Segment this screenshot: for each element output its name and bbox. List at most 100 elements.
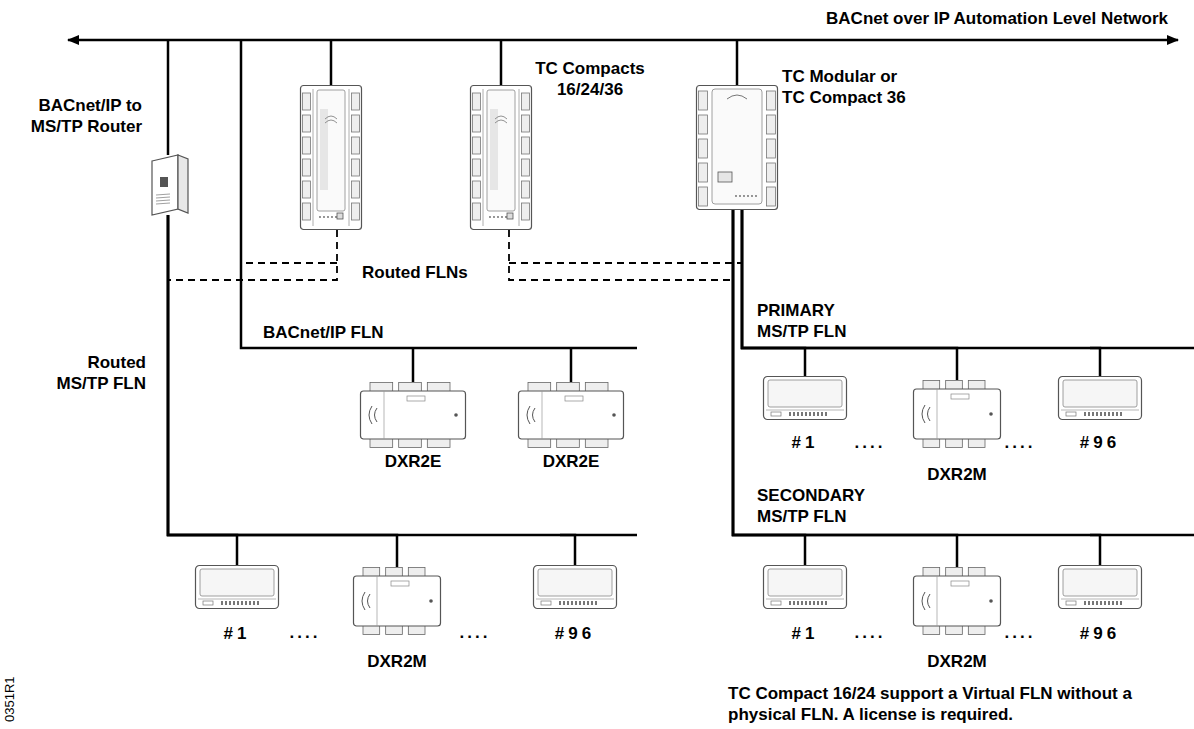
fln-label: SECONDARY MS/TP FLN [757, 485, 883, 527]
ellipsis: .... [995, 622, 1045, 643]
housing-edge [542, 391, 543, 439]
logo-mark [922, 592, 930, 610]
room-controller-icon [913, 567, 1001, 635]
footnote: TC Compact 16/24 support a Virtual FLN w… [728, 683, 1190, 725]
device-housing [764, 377, 847, 420]
terminal-mark [1104, 412, 1106, 416]
controller-drop [500, 40, 503, 85]
router-icon [148, 155, 188, 215]
terminal-block [522, 137, 530, 154]
device-label: #1 [175, 623, 299, 644]
terminal-mark [797, 412, 799, 416]
router-port [160, 177, 168, 187]
room-unit-icon [1058, 376, 1142, 420]
bottom-strip [766, 410, 844, 411]
bottom-strip [536, 599, 614, 600]
led-dot [497, 216, 499, 218]
terminal-mark [245, 601, 247, 605]
housing-edge [937, 389, 938, 439]
terminal-mark [595, 601, 597, 605]
ellipsis: .... [845, 432, 895, 453]
led-dot [747, 195, 749, 197]
terminal-mark [813, 412, 815, 416]
device-node: TC Compacts 16/24/36 [470, 85, 532, 230]
dashed-link [509, 262, 742, 264]
device-label: #96 [1038, 432, 1162, 453]
terminal-mark [813, 601, 815, 605]
terminal-mark [1116, 601, 1118, 605]
terminal-block [699, 115, 708, 134]
vent-slot [156, 197, 170, 198]
terminal-mark [801, 412, 803, 416]
terminal-block [303, 203, 311, 220]
dashed-link [509, 230, 733, 280]
terminal-block [522, 203, 530, 220]
terminal-mark [253, 601, 255, 605]
device-node: TC Modular or TC Compact 36 [696, 85, 778, 210]
controller-drop [330, 40, 333, 85]
terminal-mark [1104, 601, 1106, 605]
controller-body [712, 89, 762, 204]
port [951, 581, 969, 586]
terminal-mark [575, 601, 577, 605]
terminal-mark [249, 601, 251, 605]
housing-edge [483, 89, 484, 226]
connector [1066, 412, 1076, 416]
status-led [989, 412, 993, 416]
device-housing [914, 576, 1001, 626]
terminal-mark [1120, 601, 1122, 605]
terminal-mark [1088, 412, 1090, 416]
terminal-block [522, 159, 530, 176]
terminal-mark [1088, 601, 1090, 605]
device-node: DXR2M [353, 567, 441, 635]
terminal-block [352, 181, 360, 198]
terminal-block [699, 139, 708, 158]
terminal-mark [1100, 601, 1102, 605]
bottom-strip [1061, 599, 1139, 600]
controller-icon [470, 85, 532, 230]
node-label: TC Compacts 16/24/36 [530, 58, 650, 100]
terminal-block [303, 137, 311, 154]
terminal-mark [583, 601, 585, 605]
node-label: BACnet/IP to MS/TP Router [10, 95, 142, 137]
terminal-mark [805, 412, 807, 416]
connector [541, 601, 551, 605]
logo-mark [727, 95, 747, 99]
device-label: #1 [743, 432, 867, 453]
terminal-block [352, 115, 360, 132]
device-housing [914, 389, 1001, 439]
network-title: BACnet over IP Automation Level Network [748, 8, 1168, 29]
housing-edge [377, 576, 378, 626]
port [951, 394, 969, 399]
room-unit-icon [763, 565, 847, 609]
device-node: DXR2E [518, 382, 624, 448]
logo-mark [369, 406, 377, 424]
terminal-mark [821, 601, 823, 605]
terminal-block [699, 91, 708, 110]
housing-edge [384, 391, 385, 439]
device-face [1063, 380, 1137, 407]
body-groove [495, 109, 496, 190]
terminal-mark [817, 601, 819, 605]
bus-connector [742, 210, 805, 376]
logo-mark [325, 116, 337, 123]
room-unit-icon [1058, 565, 1142, 609]
terminal-block [473, 137, 481, 154]
fln-label: Routed MS/TP FLN [40, 352, 146, 394]
bus-connector [168, 215, 237, 565]
status-led [454, 413, 458, 417]
led-dot [327, 216, 329, 218]
led-dot [751, 195, 753, 197]
terminal-mark [1108, 601, 1110, 605]
led-dot [493, 216, 495, 218]
terminal-block [699, 187, 708, 206]
ellipsis: .... [450, 622, 500, 643]
controller-illustration [301, 86, 362, 230]
terminal-mark [809, 601, 811, 605]
device-node: #1 [195, 565, 279, 609]
controller-housing [301, 86, 362, 230]
terminal-mark [591, 601, 593, 605]
terminal-block [522, 115, 530, 132]
